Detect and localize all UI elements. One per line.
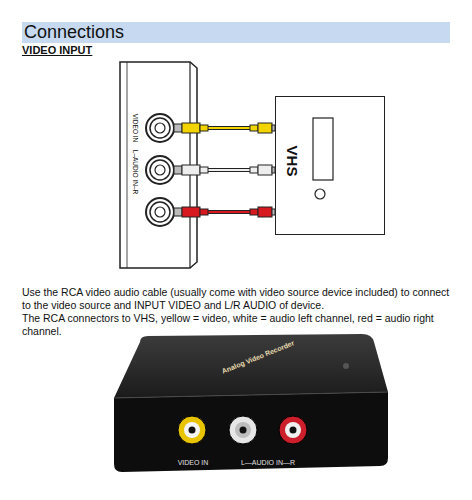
white-jack	[229, 416, 257, 444]
yellow-jack	[178, 416, 206, 444]
port-label: VIDEO IN	[132, 114, 139, 143]
port-label: L–AUDIO IN–R	[132, 150, 139, 194]
section-heading: VIDEO INPUT	[22, 44, 92, 58]
yellow-plug	[174, 123, 275, 133]
device-edge	[127, 62, 128, 268]
red-plug	[174, 207, 275, 217]
device-side-view	[120, 62, 197, 268]
recorder-side-panel: VIDEO IN L–AUDIO IN–R	[118, 62, 190, 268]
product-name: Analog Video Recorder	[221, 339, 295, 374]
audio-left-cable	[190, 169, 275, 171]
device-body	[120, 62, 197, 268]
video-cable	[190, 127, 275, 129]
recorder-photo	[114, 334, 388, 472]
recorder-edge	[114, 392, 388, 398]
page-title: Connections	[24, 22, 124, 43]
white-plug	[174, 165, 275, 175]
device-edge	[189, 62, 190, 268]
cable-outline	[190, 210, 275, 214]
recorder-top	[114, 334, 388, 398]
cable-outline	[190, 126, 275, 130]
vhs-details	[313, 118, 333, 199]
cable-outline	[190, 168, 275, 172]
vhs-button	[315, 189, 325, 199]
recorder-front	[114, 392, 388, 472]
vhs-player: VHS	[275, 96, 385, 235]
instruction-text: Use the RCA video audio cable (usually c…	[22, 286, 452, 312]
instruction-text: The RCA connectors to VHS, yellow = vide…	[22, 312, 452, 338]
power-led	[343, 363, 349, 369]
red-jack	[279, 416, 307, 444]
recorder-photo-box: Analog Video RecorderVIDEO IN L—AUDIO IN—…	[112, 335, 388, 475]
rca-jack	[146, 156, 174, 184]
device-name: VHS	[285, 146, 300, 177]
audio-right-cable	[190, 211, 275, 213]
tape-slot	[313, 118, 333, 180]
rca-jack	[146, 198, 174, 226]
port-label: L—AUDIO IN—R	[241, 459, 295, 466]
rca-jack	[146, 114, 174, 142]
port-label: VIDEO IN	[178, 459, 209, 466]
